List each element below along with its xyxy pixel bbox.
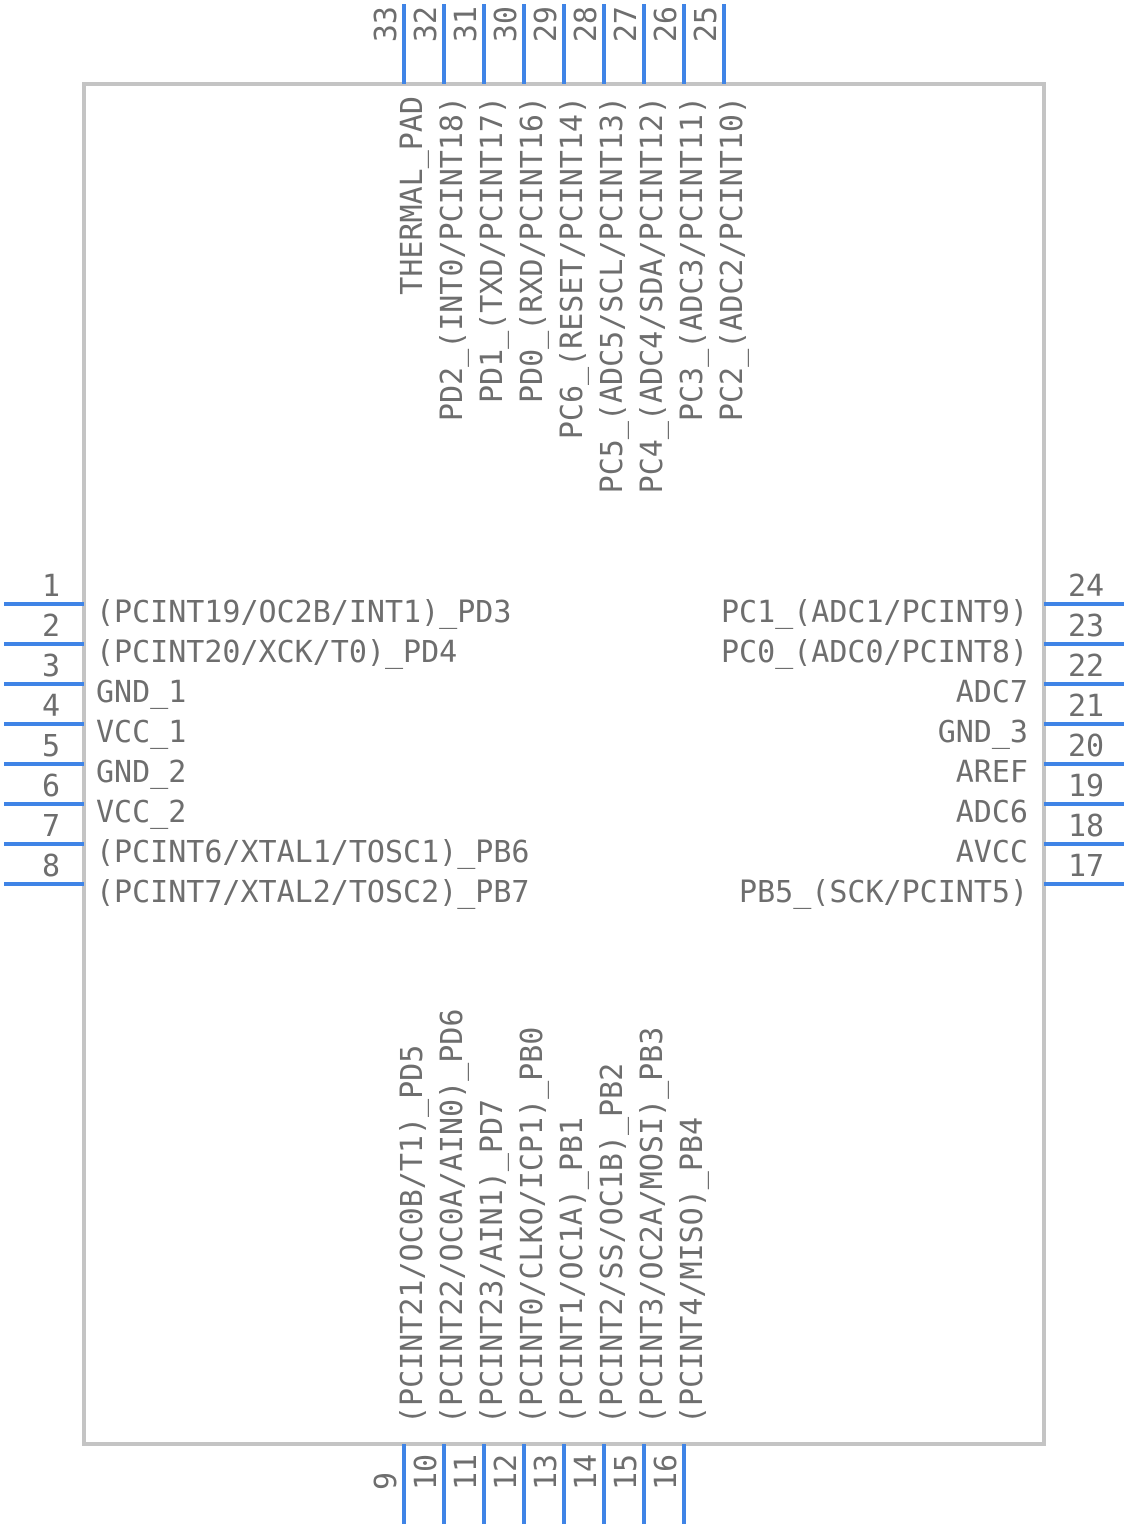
pin-label-25: PC2_(ADC2/PCINT10) <box>715 96 750 421</box>
pin-label-22: ADC7 <box>956 675 1028 710</box>
pin-number-4: 4 <box>42 689 60 724</box>
pins-group: 1 (PCINT19/OC2B/INT1)_PD3 2 (PCINT20/XCK/T0… <box>4 4 1124 1524</box>
pin-number-18: 18 <box>1068 809 1104 844</box>
pin-number-2: 2 <box>42 609 60 644</box>
pin-label-18: AVCC <box>956 835 1028 870</box>
pin-label-24: PC1_(ADC1/PCINT9) <box>721 595 1028 630</box>
pin-number-11: 11 <box>449 1454 484 1490</box>
pin-number-8: 8 <box>42 849 60 884</box>
pin-number-16: 16 <box>649 1454 684 1490</box>
pin-number-13: 13 <box>529 1454 564 1490</box>
pin-label-7: (PCINT6/XTAL1/TOSC1)_PB6 <box>96 835 529 870</box>
pin-label-21: GND_3 <box>938 715 1028 750</box>
pin-number-30: 30 <box>489 6 524 42</box>
ic-body <box>82 82 1046 1446</box>
pin-number-29: 29 <box>529 6 564 42</box>
pin-number-22: 22 <box>1068 649 1104 684</box>
pin-label-1: (PCINT19/OC2B/INT1)_PD3 <box>96 595 511 630</box>
pin-number-31: 31 <box>449 6 484 42</box>
pin-number-19: 19 <box>1068 769 1104 804</box>
pin-label-33: THERMAL_PAD <box>395 96 430 295</box>
pin-number-1: 1 <box>42 569 60 604</box>
pin-label-8: (PCINT7/XTAL2/TOSC2)_PB7 <box>96 875 529 910</box>
pin-number-9: 9 <box>369 1472 404 1490</box>
pin-label-32: PD2_(INT0/PCINT18) <box>435 96 470 421</box>
pin-label-11: (PCINT23/AIN1)_PD7 <box>475 1099 510 1424</box>
pin-label-31: PD1_(TXD/PCINT17) <box>475 96 510 403</box>
pin-number-24: 24 <box>1068 569 1104 604</box>
pin-number-33: 33 <box>369 6 404 42</box>
pin-label-29: PC6_(RESET/PCINT14) <box>555 96 590 439</box>
pin-number-25: 25 <box>689 6 724 42</box>
pin-label-13: (PCINT1/OC1A)_PB1 <box>555 1117 590 1424</box>
pin-number-14: 14 <box>569 1454 604 1490</box>
pin-number-6: 6 <box>42 769 60 804</box>
pin-label-3: GND_1 <box>96 675 186 710</box>
pin-number-15: 15 <box>609 1454 644 1490</box>
pin-number-27: 27 <box>609 6 644 42</box>
pin-label-26: PC3_(ADC3/PCINT11) <box>675 96 710 421</box>
pin-number-23: 23 <box>1068 609 1104 644</box>
pin-number-3: 3 <box>42 649 60 684</box>
pin-label-17: PB5_(SCK/PCINT5) <box>739 875 1028 910</box>
pin-label-28: PC5_(ADC5/SCL/PCINT13) <box>595 96 630 493</box>
pin-label-14: (PCINT2/SS/OC1B)_PB2 <box>595 1063 630 1424</box>
pin-number-28: 28 <box>569 6 604 42</box>
pin-number-20: 20 <box>1068 729 1104 764</box>
pin-label-6: VCC_2 <box>96 795 186 830</box>
pin-label-30: PD0_(RXD/PCINT16) <box>515 96 550 403</box>
pin-number-5: 5 <box>42 729 60 764</box>
pin-number-26: 26 <box>649 6 684 42</box>
pin-label-20: AREF <box>956 755 1028 790</box>
pin-label-2: (PCINT20/XCK/T0)_PD4 <box>96 635 457 670</box>
pin-label-12: (PCINT0/CLKO/ICP1)_PB0 <box>515 1027 550 1424</box>
pin-label-16: (PCINT4/MISO)_PB4 <box>675 1117 710 1424</box>
pin-label-10: (PCINT22/OC0A/AIN0)_PD6 <box>435 1009 470 1424</box>
pin-number-10: 10 <box>409 1454 444 1490</box>
pin-label-9: (PCINT21/OC0B/T1)_PD5 <box>395 1045 430 1424</box>
pin-label-5: GND_2 <box>96 755 186 790</box>
pin-number-32: 32 <box>409 6 444 42</box>
pin-label-23: PC0_(ADC0/PCINT8) <box>721 635 1028 670</box>
pin-label-15: (PCINT3/OC2A/MOSI)_PB3 <box>635 1027 670 1424</box>
pin-label-4: VCC_1 <box>96 715 186 750</box>
pin-number-7: 7 <box>42 809 60 844</box>
pin-number-12: 12 <box>489 1454 524 1490</box>
pin-number-21: 21 <box>1068 689 1104 724</box>
pin-label-27: PC4_(ADC4/SDA/PCINT12) <box>635 96 670 493</box>
pin-number-17: 17 <box>1068 849 1104 884</box>
pin-label-19: ADC6 <box>956 795 1028 830</box>
